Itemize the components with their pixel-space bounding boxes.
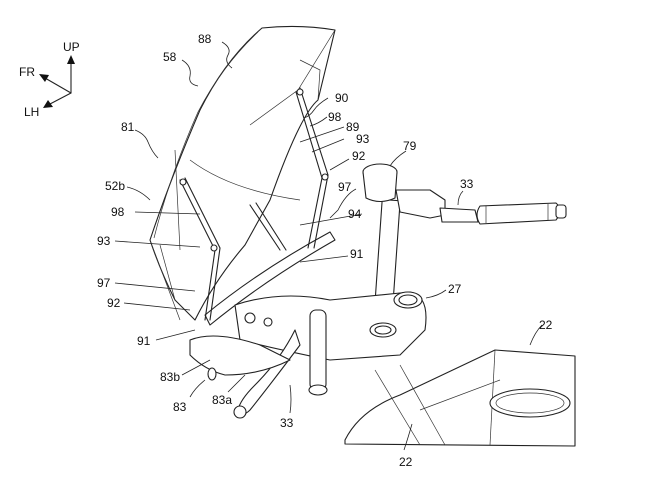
label-58: 58 xyxy=(163,50,177,64)
up-label: UP xyxy=(63,40,80,54)
label-88: 88 xyxy=(198,32,212,46)
label-83a: 83a xyxy=(212,393,232,407)
cross-member xyxy=(204,231,336,326)
front-arrow xyxy=(44,77,72,94)
label-91-lower: 91 xyxy=(137,334,151,348)
label-22-upper: 22 xyxy=(539,318,553,332)
left-arrowhead xyxy=(43,100,53,108)
mount-bracket xyxy=(189,335,291,381)
label-33-lower: 33 xyxy=(280,416,294,430)
label-22-lower: 22 xyxy=(399,455,413,469)
label-52b: 52b xyxy=(105,179,125,193)
direction-indicator: UP FR LH xyxy=(19,40,80,119)
handlebar-assembly xyxy=(362,163,567,322)
frame xyxy=(344,349,576,447)
label-92-upper: 92 xyxy=(352,149,366,163)
left-arrow xyxy=(49,92,72,105)
label-90: 90 xyxy=(335,91,349,105)
left-label: LH xyxy=(24,105,39,119)
windscreen xyxy=(149,25,336,321)
stay-links xyxy=(179,87,336,326)
label-79: 79 xyxy=(403,139,417,153)
label-93-lower: 93 xyxy=(97,234,111,248)
front-label: FR xyxy=(19,65,35,79)
label-92-lower: 92 xyxy=(107,296,121,310)
leader-lines xyxy=(114,41,543,451)
label-89: 89 xyxy=(346,120,360,134)
label-97-upper: 97 xyxy=(338,180,352,194)
top-bridge xyxy=(234,291,427,396)
label-94: 94 xyxy=(348,207,362,221)
label-98-upper: 98 xyxy=(328,110,342,124)
label-83: 83 xyxy=(173,400,187,414)
label-83b: 83b xyxy=(160,370,180,384)
label-81: 81 xyxy=(121,120,135,134)
label-33-upper: 33 xyxy=(460,177,474,191)
front-arrowhead xyxy=(39,74,49,82)
up-arrowhead xyxy=(67,55,75,64)
label-27: 27 xyxy=(448,282,462,296)
label-93-upper: 93 xyxy=(356,132,370,146)
label-91-upper: 91 xyxy=(350,247,364,261)
brake-lever xyxy=(233,329,301,419)
label-97-lower: 97 xyxy=(97,276,111,290)
reference-numerals: 88 58 90 98 89 93 92 79 81 97 52b 98 94 … xyxy=(97,32,553,469)
label-98-lower: 98 xyxy=(111,205,125,219)
